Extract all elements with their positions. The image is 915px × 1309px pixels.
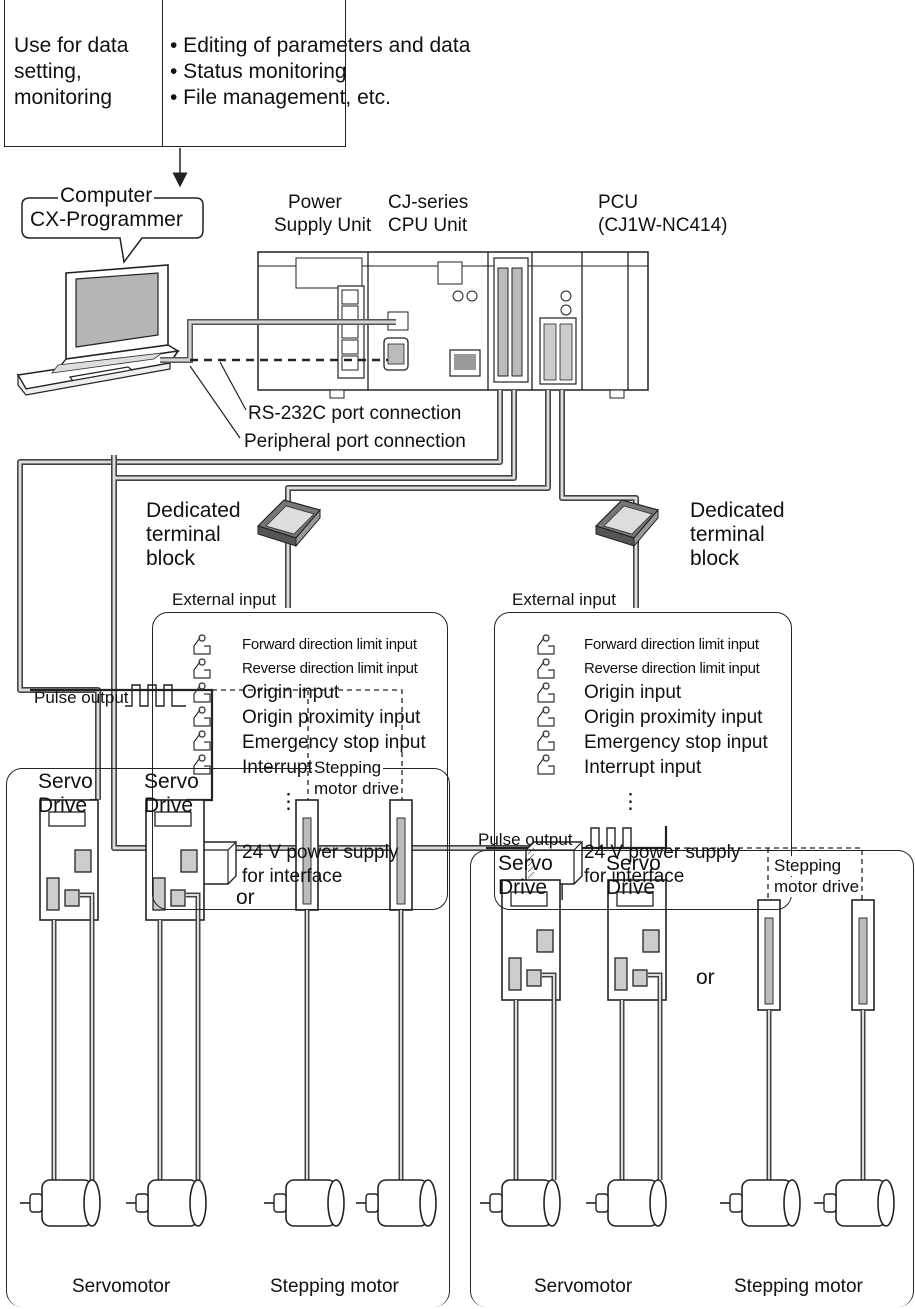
drive-group-left: [6, 768, 450, 1307]
servomotor-label-right: Servomotor: [534, 1276, 633, 1297]
input-label-left-proximity: Origin proximity input: [242, 707, 421, 728]
input-panel-right: [494, 612, 792, 910]
input-label-right-proximity: Origin proximity input: [584, 707, 763, 728]
peripheral-label: Peripheral port connection: [244, 431, 466, 452]
input-label-left-reverse: Reverse direction limit input: [242, 660, 418, 677]
servo-label-3b: Drive: [498, 876, 548, 899]
laptop-icon: [16, 264, 181, 396]
servo-label-1a: Servo: [38, 770, 93, 793]
external-input-label-left: External input: [172, 590, 276, 609]
pulse-output-label-right: Pulse output: [478, 830, 573, 849]
pulse-output-label-left: Pulse output: [34, 688, 129, 707]
terminal-block-label-right-1: Dedicated: [690, 499, 785, 522]
stepping-label-right-2: motor drive: [772, 877, 862, 898]
header-right-line-1: • Editing of parameters and data: [170, 34, 471, 57]
header-right-line-2: • Status monitoring: [170, 60, 347, 83]
servo-label-4a: Servo: [606, 852, 661, 875]
stepping-motor-label-left: Stepping motor: [270, 1276, 399, 1297]
terminal-block-label-left-2: terminal: [146, 523, 221, 546]
input-label-left-origin: Origin input: [242, 682, 340, 703]
header-right-line-3: • File management, etc.: [170, 86, 391, 109]
servo-label-1b: Drive: [38, 794, 88, 817]
power-supply-24v-left-2: for interface: [242, 866, 343, 887]
header-left-line-1: Use for data: [14, 34, 129, 57]
input-label-right-interrupt: Interrupt input: [584, 757, 702, 778]
computer-software: CX-Programmer: [30, 208, 183, 231]
servo-label-3a: Servo: [498, 852, 553, 875]
external-input-label-right: External input: [512, 590, 616, 609]
terminal-block-icon-right: [595, 499, 659, 547]
header-box: [4, 0, 346, 147]
servo-label-2b: Drive: [144, 794, 194, 817]
rs232c-label: RS-232C port connection: [248, 403, 462, 424]
cpu-label-2: CPU Unit: [388, 215, 468, 236]
input-label-right-forward: Forward direction limit input: [584, 636, 759, 653]
stepping-label-left-2: motor drive: [312, 779, 402, 800]
terminal-block-label-right-3: block: [690, 547, 740, 570]
terminal-block-label-left-1: Dedicated: [146, 499, 241, 522]
or-label-left: or: [236, 886, 255, 909]
servo-label-2a: Servo: [144, 770, 199, 793]
power-supply-24v-left-1: 24 V power supply: [242, 842, 399, 863]
stepping-label-right-1: Stepping: [772, 856, 844, 877]
input-label-right-emergency: Emergency stop input: [584, 732, 768, 753]
terminal-block-label-right-2: terminal: [690, 523, 765, 546]
ellipsis-left: ⋮: [278, 790, 299, 813]
power-supply-label-2: Supply Unit: [274, 215, 372, 236]
power-supply-label-1: Power: [288, 192, 342, 213]
input-label-left-forward: Forward direction limit input: [242, 636, 417, 653]
or-label-right: or: [696, 966, 715, 989]
drive-group-right: [470, 850, 914, 1307]
pcu-label-1: PCU: [598, 192, 639, 213]
servo-label-4b: Drive: [606, 876, 656, 899]
terminal-block-icon-left: [257, 499, 321, 547]
input-label-right-origin: Origin input: [584, 682, 682, 703]
stepping-motor-label-right: Stepping motor: [734, 1276, 863, 1297]
input-panel-left: [152, 612, 448, 910]
header-left-line-3: monitoring: [14, 86, 113, 109]
power-supply-24v-right-1: 24 V power supply: [584, 842, 741, 863]
header-box-divider: [162, 0, 163, 146]
pcu-label-2: (CJ1W-NC414): [598, 215, 728, 236]
ellipsis-right: ⋮: [620, 790, 641, 813]
servomotor-label-left: Servomotor: [72, 1276, 171, 1297]
stepping-label-left-1: Stepping: [312, 758, 384, 779]
header-left-line-2: setting,: [14, 60, 82, 83]
cpu-label-1: CJ-series: [388, 192, 469, 213]
terminal-block-label-left-3: block: [146, 547, 196, 570]
input-label-right-reverse: Reverse direction limit input: [584, 660, 760, 677]
computer-bubble: [21, 197, 204, 264]
computer-title: Computer: [58, 184, 155, 209]
pulse-wave-right: [584, 827, 645, 849]
input-label-left-emergency: Emergency stop input: [242, 732, 426, 753]
power-supply-24v-right-2: for interface: [584, 866, 685, 887]
